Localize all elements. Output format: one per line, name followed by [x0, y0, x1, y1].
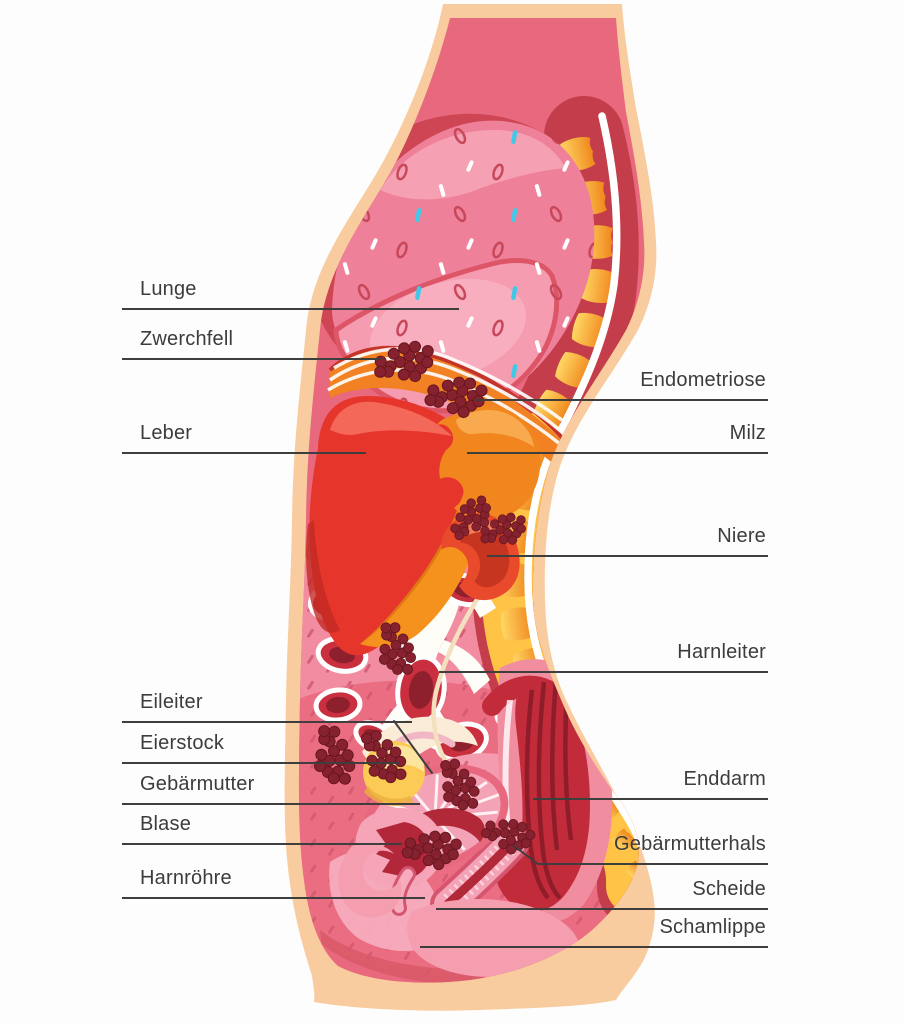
label-blase: Blase: [122, 803, 402, 845]
label-harnroehre: Harnröhre: [122, 857, 425, 899]
labia: [407, 898, 580, 978]
label-niere: Niere: [487, 515, 768, 557]
label-eileiter: Eileiter: [122, 681, 412, 723]
label-endometriose: Endometriose: [475, 359, 768, 401]
label-leber: Leber: [122, 412, 366, 454]
ureter: [431, 595, 481, 767]
label-zwerchfell: Zwerchfell: [122, 318, 382, 360]
label-gebaermutter: Gebärmutter: [122, 763, 420, 805]
label-gebaermutterhals: Gebärmutterhals: [538, 823, 768, 865]
label-scheide: Scheide: [436, 868, 768, 910]
label-enddarm: Enddarm: [533, 758, 768, 800]
label-eierstock: Eierstock: [122, 722, 400, 764]
label-milz: Milz: [467, 412, 768, 454]
pelvic-organs: [329, 659, 613, 978]
diaphragm: [327, 345, 568, 474]
label-lunge: Lunge: [122, 268, 459, 310]
pointer-lines: [393, 720, 539, 865]
spleen: [437, 405, 541, 521]
label-schamlippe: Schamlippe: [420, 906, 768, 948]
label-harnleiter: Harnleiter: [439, 631, 768, 673]
